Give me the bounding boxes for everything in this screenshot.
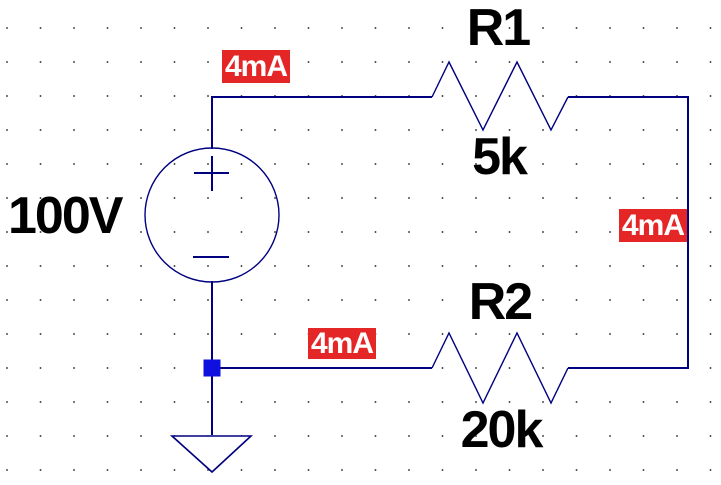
current-badge-right: 4mA (619, 209, 688, 242)
resistor-r2-value: 20k (460, 401, 544, 459)
resistor-r1-name: R1 (466, 0, 532, 57)
resistor-r1-value: 5k (472, 128, 528, 186)
current-badge-bottom: 4mA (308, 328, 377, 359)
resistor-r2-name: R2 (468, 273, 534, 331)
ground-symbol-icon (169, 435, 254, 474)
resistor-r1-symbol (431, 60, 569, 132)
wire-right (568, 96, 689, 369)
wire-top-left (211, 96, 432, 149)
plus-sign-icon (194, 156, 229, 191)
current-badge-top: 4mA (222, 50, 291, 83)
voltage-source-label: 100V (8, 187, 123, 245)
voltage-source-symbol (144, 147, 280, 283)
resistor-r2-symbol (431, 331, 569, 405)
junction-node (203, 359, 221, 377)
